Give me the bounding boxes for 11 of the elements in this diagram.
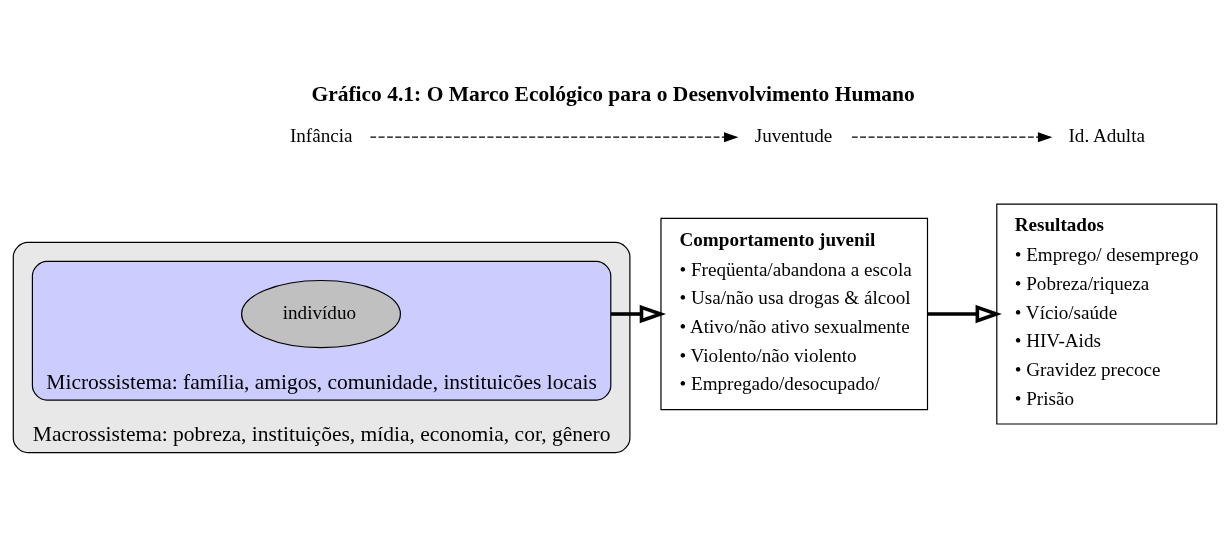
node-ellipse: indivíduo — [241, 279, 401, 349]
arrow — [851, 132, 1053, 143]
arrow — [369, 132, 739, 143]
node-box: Resultados • Emprego/ desemprego • Pobreza/riqueza • Vício/saúde • HIV-Aids • Gravidez precoce • Prisão — [996, 203, 1218, 425]
arrow — [610, 304, 667, 324]
node-text: Juventude — [754, 124, 833, 146]
diagram-title: Gráfico 4.1: O Marco Ecológico para o Desenvolvimento Humano — [311, 81, 915, 106]
arrow — [927, 304, 1002, 324]
node-text: Id. Adulta — [1068, 124, 1145, 146]
node-text: Infância — [289, 124, 353, 146]
node-box: Comportamento juvenil • Freqüenta/abandona a escola • Usa/não usa drogas & álcool • Ativo/não ativo sexualmente • Violento/não violento • Empregado/desocupado/ — [660, 217, 929, 411]
